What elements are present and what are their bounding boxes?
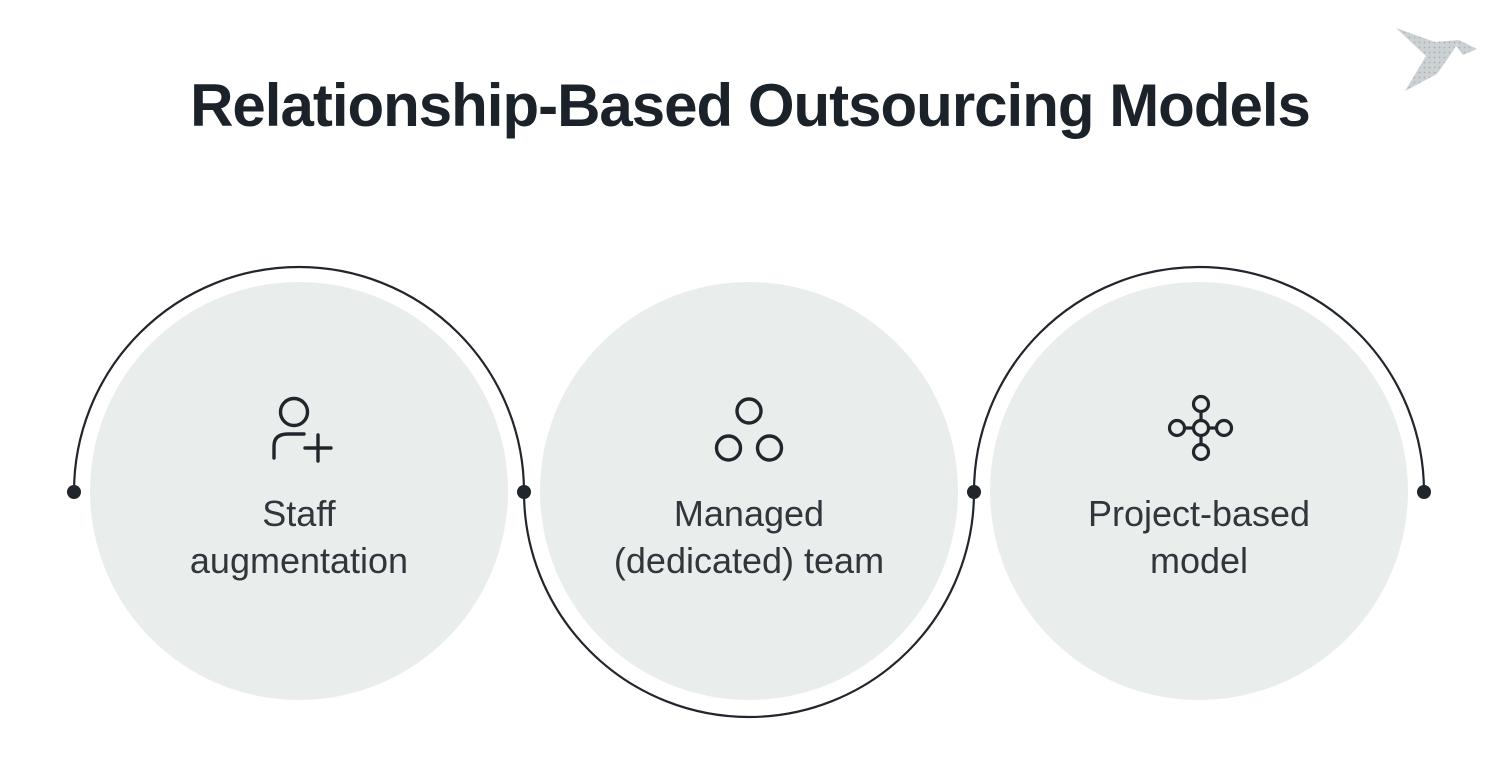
model-circle-project-based-model: Project-based model [990, 282, 1408, 700]
model-label: Project-based model [1088, 490, 1310, 584]
model-label: Staff augmentation [190, 490, 408, 584]
model-label-line2: (dedicated) team [613, 540, 885, 581]
model-label-line1: Project-based [1087, 493, 1311, 534]
model-label-line2: augmentation [189, 540, 409, 581]
person-add-icon [272, 396, 333, 463]
model-label-line2: model [1149, 540, 1249, 581]
connector-dot [67, 485, 81, 499]
model-circle-staff-augmentation: Staff augmentation [90, 282, 508, 700]
team-circles-icon [714, 397, 784, 462]
network-nodes-icon [1167, 394, 1234, 462]
model-circle-managed-dedicated-team: Managed (dedicated) team [540, 282, 958, 700]
origami-bird-logo [1396, 28, 1477, 91]
page-title: Relationship-Based Outsourcing Models [190, 72, 1311, 139]
model-label-line1: Managed [673, 493, 825, 534]
model-label: Managed (dedicated) team [614, 490, 884, 584]
model-label-line1: Staff [262, 493, 336, 534]
connector-dot [1417, 485, 1431, 499]
connector-dot [967, 485, 981, 499]
connector-dot [517, 485, 531, 499]
